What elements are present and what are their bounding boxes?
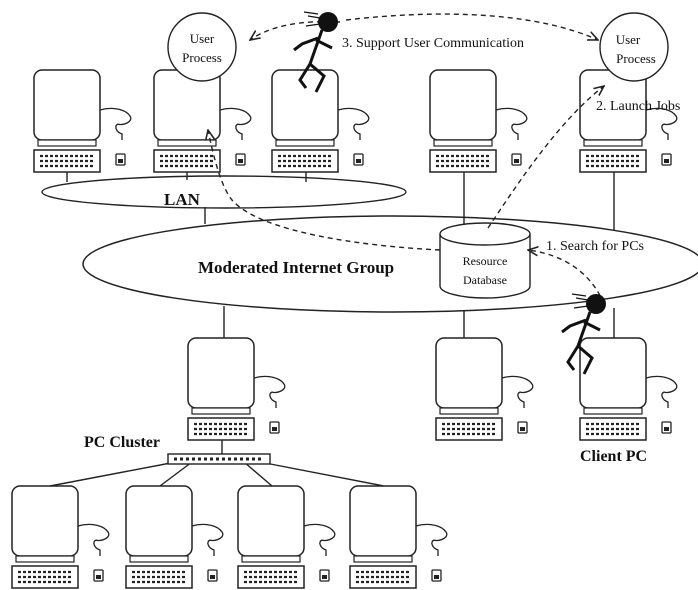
user-process-right-line1: User [616, 32, 641, 47]
internet-group-ellipse [82, 215, 698, 313]
cluster-pc-3 [236, 484, 336, 590]
arrow-communication-right [345, 13, 598, 40]
client-pc [578, 336, 678, 442]
cluster-pc-4 [348, 484, 448, 590]
pc-top-1 [32, 68, 132, 174]
user-process-right-line2: Process [616, 51, 656, 66]
resource-database-line2: Database [463, 273, 507, 287]
pc-cluster-head [186, 336, 286, 442]
pc-top-2 [152, 68, 252, 174]
user-process-left-line2: Process [182, 50, 222, 65]
arrow-search-pcs [528, 250, 605, 305]
user-process-left-line1: User [190, 31, 215, 46]
arrow-search-to-lan [208, 130, 441, 251]
label-pc-cluster: PC Cluster [84, 434, 160, 451]
pc-mid [434, 336, 534, 442]
label-client-pc: Client PC [580, 448, 647, 465]
user-process-right: User Process [599, 12, 669, 82]
user-process-left: User Process [167, 12, 237, 82]
label-search-pcs: 1. Search for PCs [546, 239, 644, 254]
pc-top-4 [428, 68, 528, 174]
label-internet-group: Moderated Internet Group [198, 258, 394, 277]
label-lan: LAN [164, 190, 201, 209]
database-cylinder-icon: Resource Database [439, 222, 531, 299]
lan-ellipse [41, 175, 407, 209]
resource-database-line1: Resource [463, 254, 508, 268]
pc-top-5 [578, 68, 678, 174]
label-support-communication: 3. Support User Communication [342, 36, 524, 51]
cluster-pc-1 [10, 484, 110, 590]
label-launch-jobs: 2. Launch Jobs [596, 99, 680, 114]
network-switch-icon [167, 453, 271, 465]
cluster-pc-2 [124, 484, 224, 590]
arrow-launch-jobs [487, 86, 604, 229]
